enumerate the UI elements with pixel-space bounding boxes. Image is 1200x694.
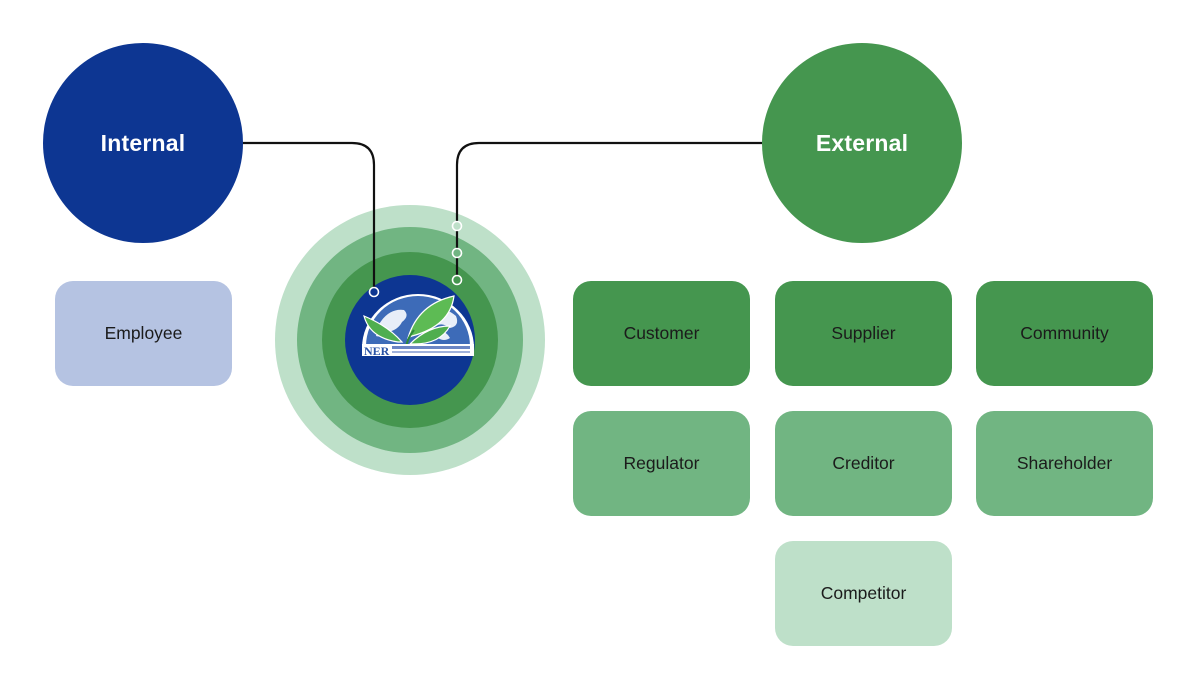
internal-label: Internal <box>100 129 186 156</box>
leaf-globe-logo-icon: NER <box>362 294 474 358</box>
stakeholder-box-regulator: Regulator <box>573 411 750 516</box>
stakeholder-box-community: Community <box>976 281 1153 386</box>
stakeholder-label: Creditor <box>832 453 895 473</box>
external-category-circle: External <box>762 43 962 243</box>
stakeholder-box-employee: Employee <box>55 281 232 386</box>
stakeholder-label: Shareholder <box>1016 453 1113 473</box>
stakeholder-box-customer: Customer <box>573 281 750 386</box>
stakeholder-box-creditor: Creditor <box>775 411 952 516</box>
internal-connector <box>243 141 376 288</box>
external-label: External <box>815 129 909 156</box>
logo-text: NER <box>364 344 390 358</box>
internal-category-circle: Internal <box>43 43 243 243</box>
stakeholder-box-shareholder: Shareholder <box>976 411 1153 516</box>
stakeholder-label: Employee <box>104 323 183 343</box>
stakeholder-label: Regulator <box>623 453 700 473</box>
external-connector-node <box>451 247 463 259</box>
external-connector <box>455 141 762 276</box>
external-connector-node <box>451 274 463 286</box>
stakeholder-label: Competitor <box>820 583 907 603</box>
stakeholder-label: Customer <box>623 323 700 343</box>
external-connector-node <box>451 220 463 232</box>
stakeholder-label: Community <box>1020 323 1109 343</box>
internal-connector-node <box>368 286 380 298</box>
stakeholder-box-competitor: Competitor <box>775 541 952 646</box>
stakeholder-box-supplier: Supplier <box>775 281 952 386</box>
stakeholder-label: Supplier <box>831 323 896 343</box>
